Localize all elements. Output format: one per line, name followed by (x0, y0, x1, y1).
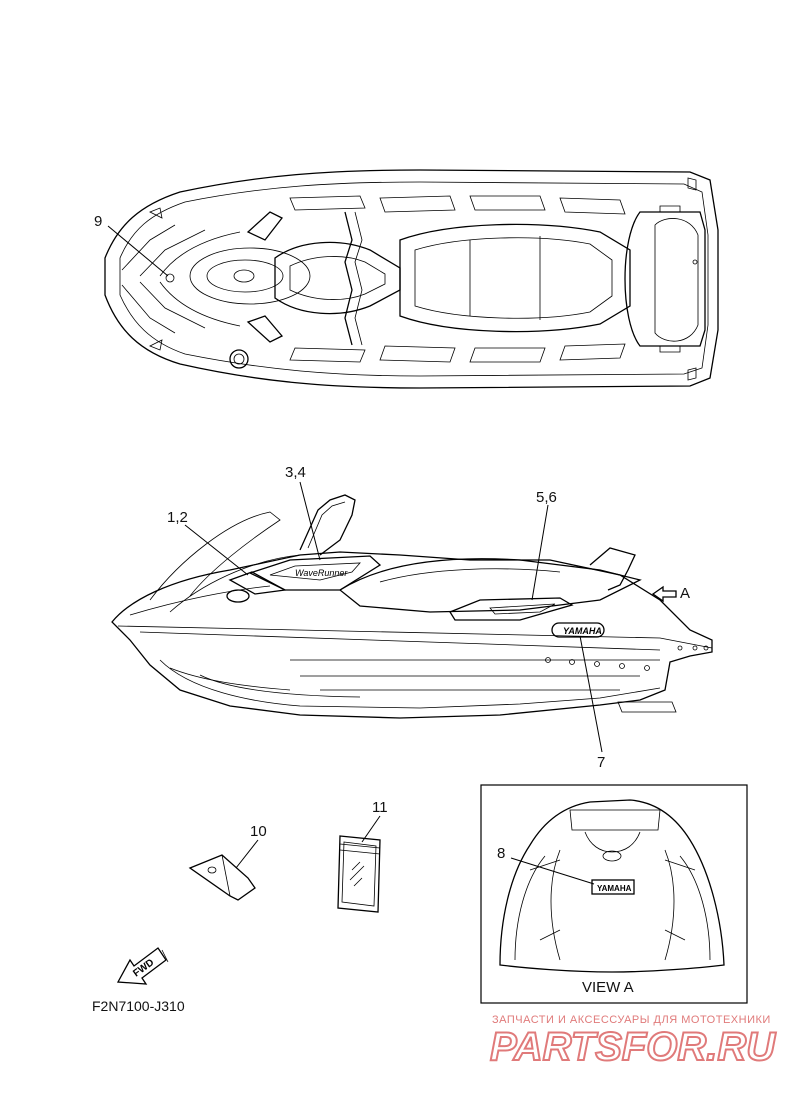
callout-7: 7 (597, 754, 605, 771)
callout-a: A (680, 585, 690, 602)
side-view-jetski: WaveRunner YAMAHA (111, 494, 713, 719)
diagram-code: F2N7100-J310 (92, 998, 185, 1014)
part-11-label (337, 835, 381, 913)
callout-8: 8 (497, 845, 505, 862)
side-badge: YAMAHA (563, 626, 602, 636)
view-a-arrow-icon (651, 585, 677, 603)
callout-5-6: 5,6 (536, 489, 557, 506)
callout-1-2: 1,2 (167, 509, 188, 526)
watermark-brand: PARTSFOR.RU (490, 1025, 776, 1069)
top-view-jetski (104, 169, 719, 389)
view-a-box: YAMAHA (480, 784, 748, 1004)
part-10-sticker (188, 854, 256, 901)
svg-text:WaveRunner: WaveRunner (295, 568, 348, 578)
view-a-title: VIEW A (582, 979, 634, 996)
fwd-arrow-icon: FWD (116, 947, 169, 985)
callout-9: 9 (94, 213, 102, 230)
leader-line-9 (107, 225, 169, 277)
watermark-tagline: ЗАПЧАСТИ И АКСЕССУАРЫ ДЛЯ МОТОТЕХНИКИ (492, 1014, 771, 1026)
callout-11: 11 (372, 799, 388, 816)
callout-10: 10 (250, 823, 267, 840)
callout-3-4: 3,4 (285, 464, 306, 481)
view-a-badge: YAMAHA (597, 884, 632, 893)
